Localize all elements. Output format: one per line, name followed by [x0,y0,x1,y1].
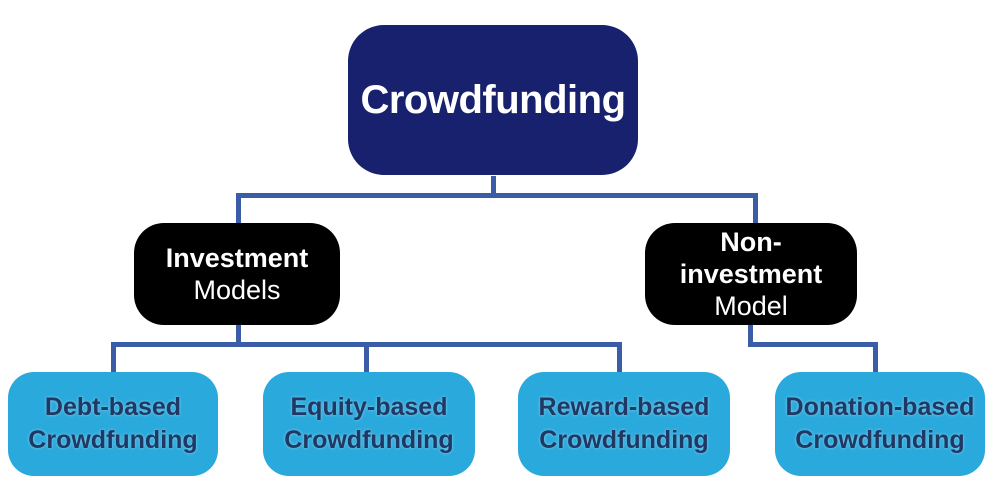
branch-node-investment-models: Investment Models [134,223,340,325]
connector-root-stub [491,176,496,195]
connector-to-donation [873,342,878,373]
leaf-node-donation-based: Donation-based Crowdfunding [775,372,985,476]
leaf-label-line1: Donation-based [785,393,975,421]
leaf-label-line2: Crowdfunding [284,426,454,454]
leaf-label-line2: Crowdfunding [539,426,709,454]
connector-to-debt [111,342,116,373]
branch-label-line1: Investment [165,243,309,273]
leaf-node-equity-based: Equity-based Crowdfunding [263,372,475,476]
connector-investment-stub [236,325,241,345]
leaf-label-line1: Reward-based [538,393,710,421]
branch-label-line1: Non-investment [679,227,823,289]
leaf-node-reward-based: Reward-based Crowdfunding [518,372,730,476]
connector-right-horizontal [748,342,878,347]
connector-noninvestment-stub [748,325,753,345]
root-node-label: Crowdfunding [360,77,626,122]
connector-to-equity [364,342,369,373]
branch-label-line2: Model [714,291,788,321]
root-node-crowdfunding: Crowdfunding [348,25,638,175]
leaf-label-line1: Debt-based [44,393,182,421]
branch-node-noninvestment-model: Non-investment Model [645,223,857,325]
branch-label-line2: Models [193,275,281,305]
connector-top-horizontal [236,193,758,198]
connector-to-noninvestment [753,193,758,224]
connector-to-reward [617,342,622,373]
connector-to-investment [236,193,241,224]
leaf-label-line1: Equity-based [290,393,448,421]
leaf-label-line2: Crowdfunding [795,426,965,454]
leaf-node-debt-based: Debt-based Crowdfunding [8,372,218,476]
leaf-label-line2: Crowdfunding [28,426,198,454]
